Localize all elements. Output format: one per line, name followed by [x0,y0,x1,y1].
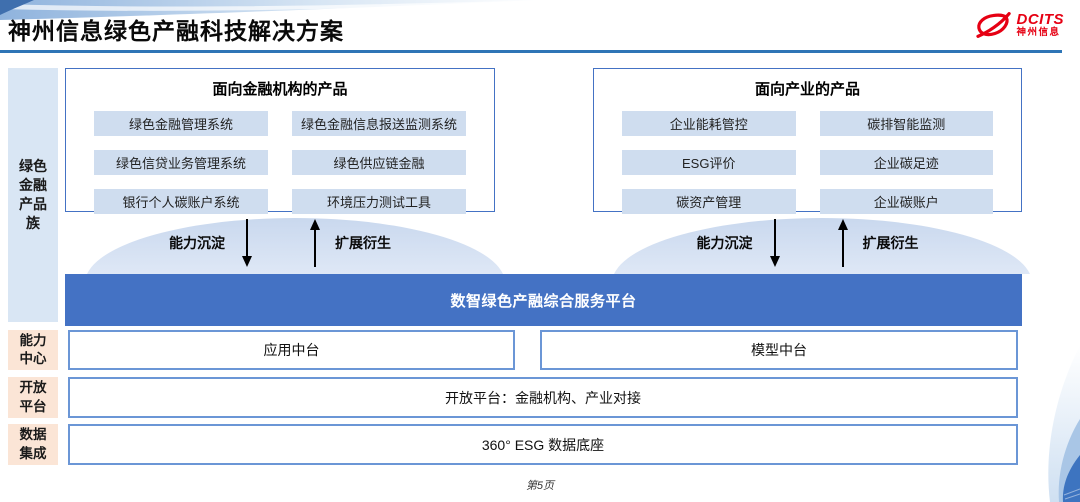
data-base-box: 360° ESG 数据底座 [68,424,1018,465]
product-box-financial-title: 面向金融机构的产品 [212,81,348,98]
rail-product-family-label: 绿色金融产品族 [19,158,47,231]
product-chip-grid: 企业能耗管控 碳排智能监测 ESG评价 企业碳足迹 碳资产管理 企业碳账户 [622,111,993,214]
page-number: 第5页 [525,480,555,492]
product-chip: 绿色供应链金融 [292,150,466,175]
rail-product-family: 绿色金融产品族 [8,68,58,322]
flow-derive-label: 扩展衍生 [862,235,919,251]
product-chip: 银行个人碳账户系统 [94,189,268,214]
product-chip: 环境压力测试工具 [292,189,466,214]
page-title: 神州信息绿色产融科技解决方案 [8,18,344,44]
rail-data-integration: 数据集成 [8,424,58,465]
down-arrow-icon [769,219,780,267]
product-chip: 绿色信贷业务管理系统 [94,150,268,175]
flow-zone: 能力沉淀 扩展衍生 能力沉淀 扩展衍生 [0,212,1080,274]
flow-group-right: 能力沉淀 扩展衍生 [593,212,1022,274]
capability-box-app: 应用中台 [68,330,515,370]
up-arrow-icon [310,219,320,267]
header-swoosh-decoration [0,0,560,20]
product-chip: 碳资产管理 [622,189,796,214]
product-chip: 企业碳账户 [819,189,993,214]
rail-capability-center: 能力中心 [8,330,58,370]
logo-brand-subtext: 神州信息 [1016,26,1061,38]
flow-capability-label: 能力沉淀 [169,235,225,251]
product-chip: 绿色金融信息报送监测系统 [292,111,466,136]
product-chip: 企业碳足迹 [819,150,993,175]
flow-capability-label: 能力沉淀 [696,235,753,251]
rail-open-label: 开放平台 [19,380,47,414]
open-platform-box: 开放平台：金融机构、产业对接 [68,377,1018,418]
product-chip-grid: 绿色金融管理系统 绿色金融信息报送监测系统 绿色信贷业务管理系统 绿色供应链金融… [94,111,466,214]
product-chip: ESG评价 [622,150,796,175]
down-arrow-icon [242,219,252,267]
corner-swoosh-decoration [1048,345,1080,502]
capability-box-model: 模型中台 [540,330,1018,370]
logo-swoosh-icon [975,12,1011,38]
logo-brand-text: DCITS [1016,11,1064,29]
rail-capability-label: 能力中心 [19,332,47,366]
flow-group-left: 能力沉淀 扩展衍生 [65,212,495,274]
rail-data-label: 数据集成 [19,427,47,461]
rail-open-platform: 开放平台 [8,377,58,418]
product-chip: 碳排智能监测 [819,111,993,136]
product-box-financial: 面向金融机构的产品 绿色金融管理系统 绿色金融信息报送监测系统 绿色信贷业务管理… [65,68,495,214]
brand-logo: DCITS 神州信息 [975,8,1065,42]
product-chip: 企业能耗管控 [622,111,796,136]
product-box-industry-title: 面向产业的产品 [754,81,860,98]
flow-derive-label: 扩展衍生 [335,235,391,251]
platform-bar: 数智绿色产融综合服务平台 [65,274,1022,326]
up-arrow-icon [837,219,848,267]
header-underline [0,50,1062,53]
product-box-industry: 面向产业的产品 企业能耗管控 碳排智能监测 ESG评价 企业碳足迹 碳资产管理 … [593,68,1022,214]
product-chip: 绿色金融管理系统 [94,111,268,136]
